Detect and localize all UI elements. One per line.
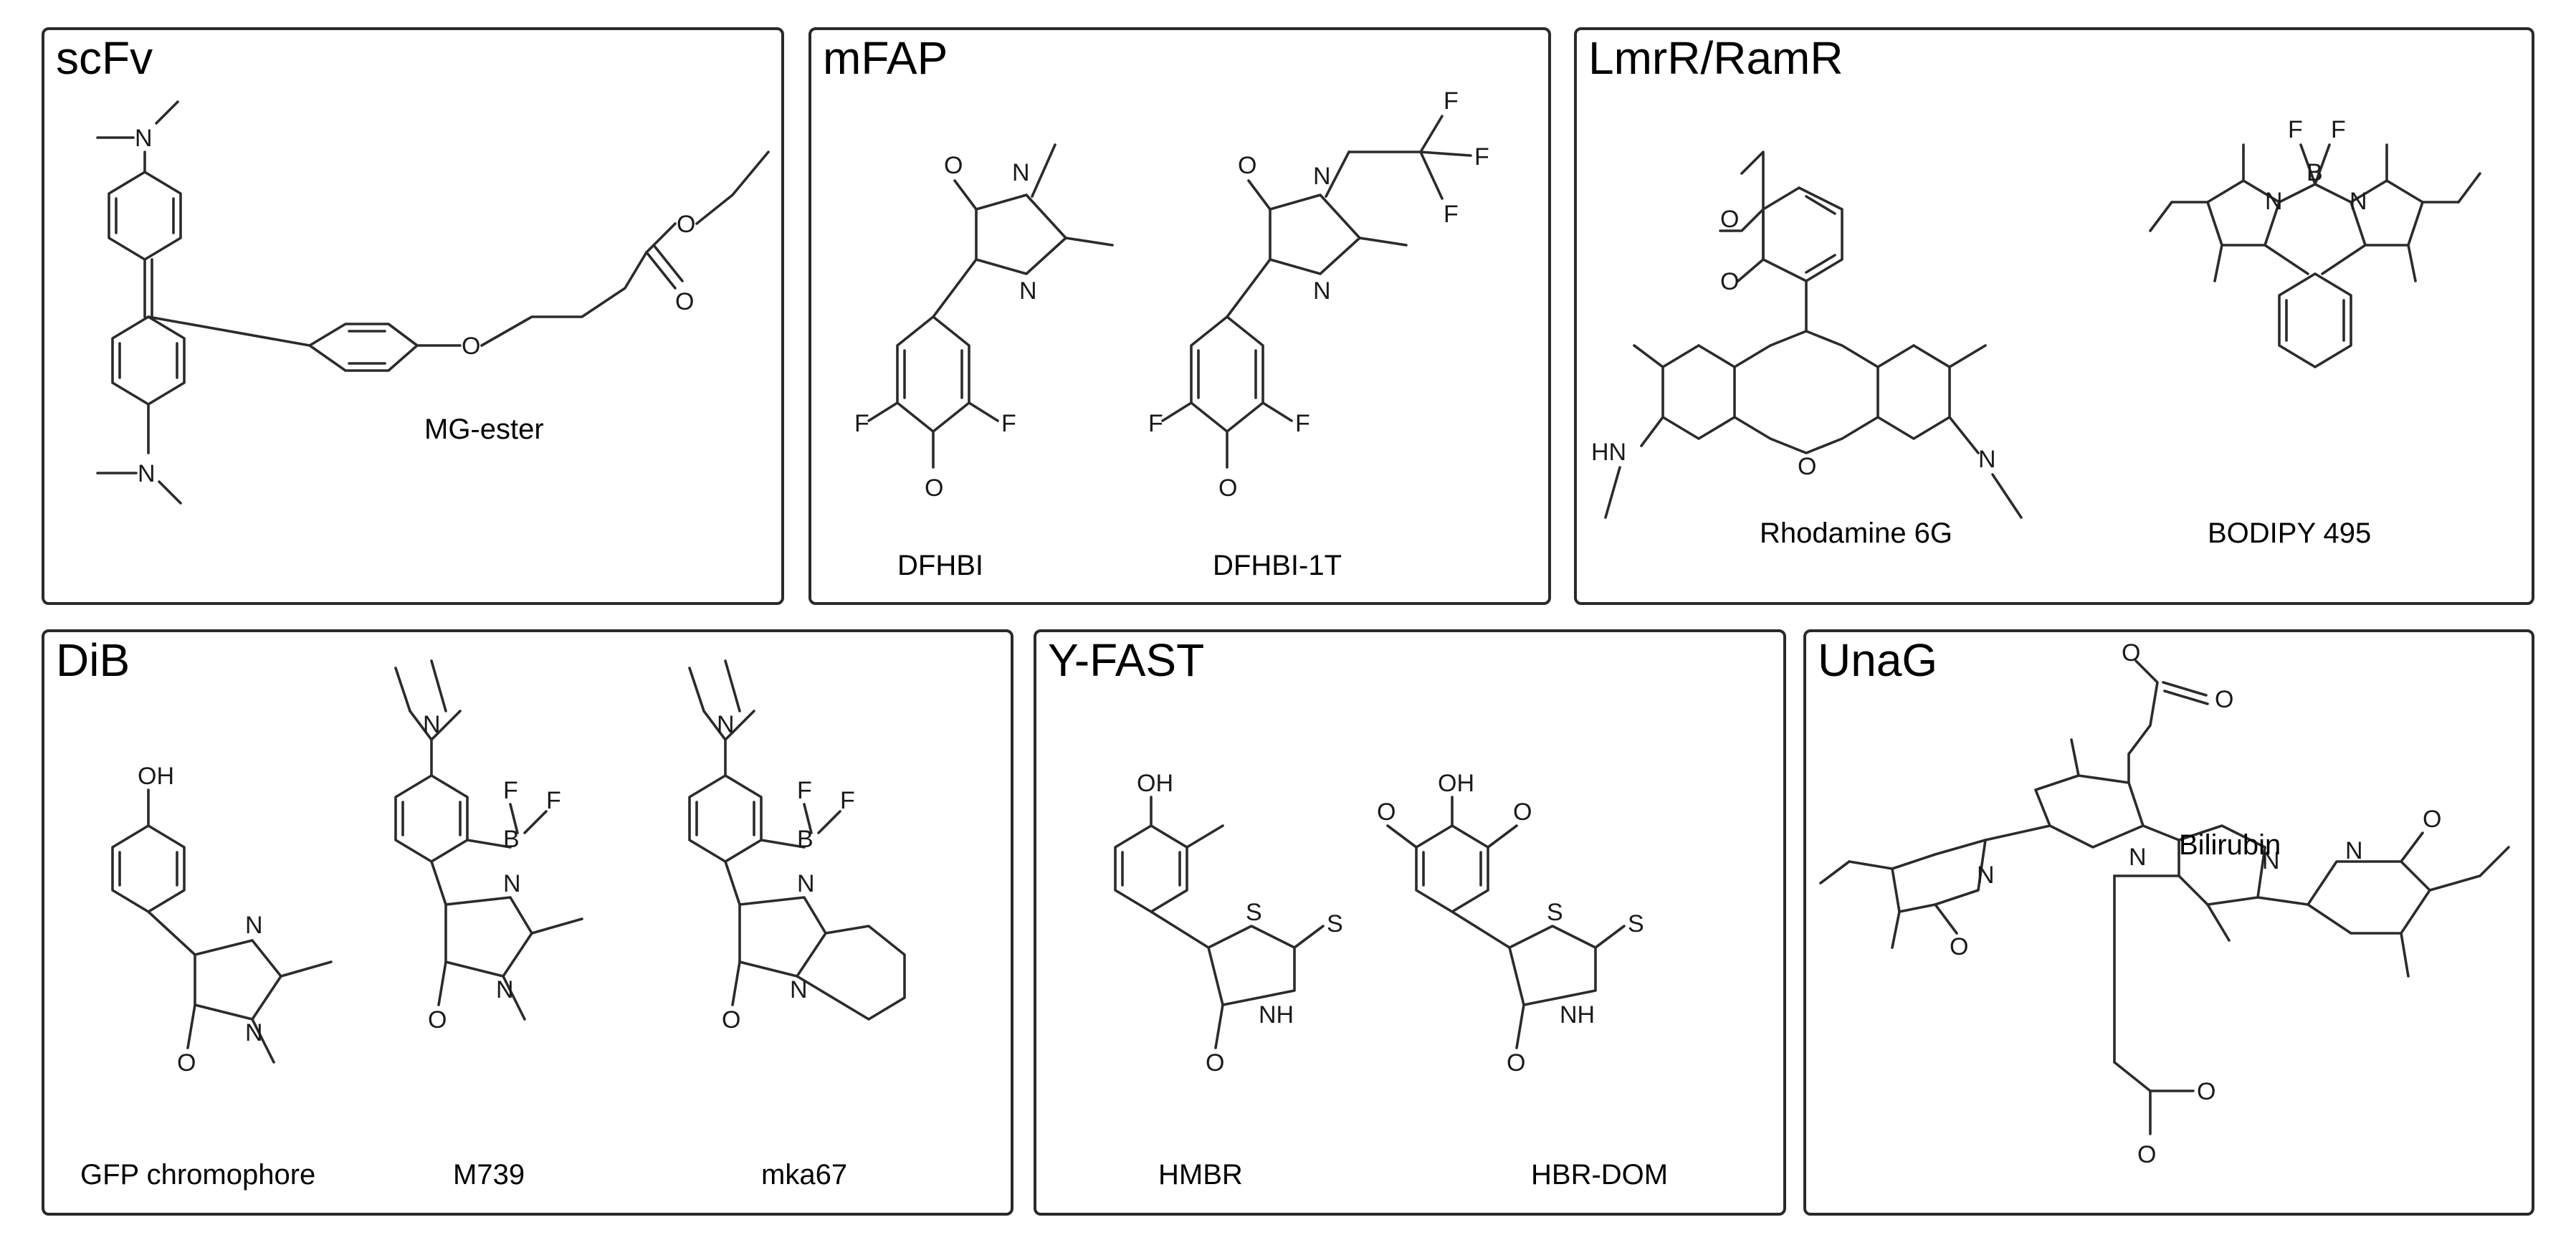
atom-label: F xyxy=(1001,410,1016,437)
atom-label: N xyxy=(2262,847,2280,874)
atom-label: B xyxy=(503,826,520,853)
atom-label: F xyxy=(546,787,561,814)
atom-label: B xyxy=(2307,159,2323,186)
atom-label: HN xyxy=(1591,439,1626,466)
atom-label: N xyxy=(2345,837,2363,864)
atom-label: N xyxy=(2265,188,2283,215)
atom-label: F xyxy=(854,410,869,437)
atom-label: O xyxy=(1238,152,1256,179)
atom-label: O xyxy=(2122,639,2140,667)
structure-caption: DFHBI xyxy=(897,550,983,581)
structure-yfast-ligands: OH S S NH O OH O O S S NH O HMBR HBR-DOM xyxy=(1114,770,1668,1191)
atom-label: N xyxy=(245,912,263,939)
atom-label: O xyxy=(1507,1049,1525,1077)
atom-label: N xyxy=(423,711,441,738)
structure-caption: BODIPY 495 xyxy=(2208,518,2371,549)
atom-label: N xyxy=(1012,159,1030,186)
structure-caption: mka67 xyxy=(761,1159,847,1191)
atom-label: S xyxy=(1547,899,1563,926)
atom-label: O xyxy=(1206,1049,1224,1077)
atom-label: O xyxy=(2215,686,2233,713)
atom-label: O xyxy=(1218,474,1237,502)
atom-label: N xyxy=(1313,163,1331,190)
structure-caption: HMBR xyxy=(1158,1159,1243,1191)
atom-label: N xyxy=(135,125,153,152)
panel-mfap: mFAP xyxy=(808,27,1551,605)
atom-label: F xyxy=(503,777,518,804)
atom-label: N xyxy=(797,870,815,897)
atom-label: O xyxy=(2137,1141,2156,1168)
atom-label: N xyxy=(503,870,521,897)
panel-y-fast: Y-FAST OH S S NH O xyxy=(1034,629,1786,1216)
atom-label: O xyxy=(177,1049,196,1077)
structure-dfhbi: O N N F F O O N N F F F F F O DFHBI DFHB… xyxy=(854,87,1489,581)
atom-label: OH xyxy=(138,763,174,790)
atom-label: S xyxy=(1628,910,1644,938)
atom-label: N xyxy=(245,1019,263,1046)
structure-caption: M739 xyxy=(453,1159,525,1191)
atom-label: O xyxy=(722,1006,740,1034)
atom-label: O xyxy=(675,288,694,315)
atom-label: N xyxy=(1978,446,1996,473)
panel-title: UnaG xyxy=(1818,634,1938,686)
atom-label: O xyxy=(925,474,943,502)
panel-title: mFAP xyxy=(823,32,948,84)
structure-caption: Bilirubin xyxy=(2179,829,2281,861)
atom-label: F xyxy=(1474,143,1489,171)
atom-label: O xyxy=(1798,453,1816,480)
atom-label: N xyxy=(496,976,514,1003)
panel-title: LmrR/RamR xyxy=(1588,32,1843,84)
panel-title: Y-FAST xyxy=(1048,634,1205,686)
atom-label: F xyxy=(2288,116,2303,143)
atom-label: F xyxy=(797,777,812,804)
atom-label: N xyxy=(790,976,808,1003)
atom-label: O xyxy=(1720,206,1739,233)
panel-dib: DiB xyxy=(42,629,1013,1216)
atom-label: N xyxy=(1313,277,1331,305)
panel-title: scFv xyxy=(56,32,153,84)
atom-label: N xyxy=(717,711,735,738)
atom-label: O xyxy=(428,1006,447,1034)
atom-label: N xyxy=(138,460,156,487)
atom-label: O xyxy=(2423,806,2441,833)
atom-label: F xyxy=(2331,116,2346,143)
atom-label: S xyxy=(1246,899,1262,926)
panel-lmrr-ramr: LmrR/RamR xyxy=(1574,27,2534,605)
atom-label: F xyxy=(1444,87,1459,115)
atom-label: OH xyxy=(1438,770,1474,797)
structure-mg-ester: N N O O O MG-ester xyxy=(96,100,770,505)
atom-label: OH xyxy=(1137,770,1173,797)
atom-label: O xyxy=(1513,798,1532,826)
atom-label: O xyxy=(1720,268,1739,295)
structure-caption: HBR-DOM xyxy=(1531,1159,1668,1191)
atom-label: F xyxy=(1444,201,1459,228)
atom-label: N xyxy=(1977,862,1995,889)
panel-unag: UnaG O O xyxy=(1803,629,2534,1216)
atom-label: F xyxy=(1295,410,1310,437)
atom-label: NH xyxy=(1259,1001,1294,1029)
structure-bilirubin: O O N N O N N O O O Bilirubin xyxy=(1819,639,2510,1168)
atom-label: O xyxy=(677,211,695,238)
structure-caption: DFHBI-1T xyxy=(1213,550,1342,581)
structure-rhodamine-6g: O O O HN N N N B F F Rhodamine 6G BODIPY… xyxy=(1591,116,2481,549)
structure-dib-ligands: OH N N O N B F F N N O N B F F N N O GFP… xyxy=(80,659,906,1191)
atom-label: N xyxy=(2129,844,2147,871)
panel-title: DiB xyxy=(56,634,130,686)
structure-caption: GFP chromophore xyxy=(80,1159,315,1191)
atom-label: B xyxy=(797,826,814,853)
atom-label: NH xyxy=(1560,1001,1595,1029)
atom-label: O xyxy=(944,152,963,179)
atom-label: N xyxy=(1019,277,1037,305)
structure-caption: MG-ester xyxy=(424,414,544,445)
atom-label: O xyxy=(462,333,480,360)
atom-label: O xyxy=(1377,798,1396,826)
structure-caption: Rhodamine 6G xyxy=(1760,518,1952,549)
atom-label: F xyxy=(1148,410,1163,437)
atom-label: F xyxy=(840,787,855,814)
atom-label: N xyxy=(2350,188,2367,215)
atom-label: S xyxy=(1327,910,1343,938)
atom-label: O xyxy=(2197,1078,2215,1105)
atom-label: O xyxy=(1950,933,1968,960)
panel-scfv: scFv xyxy=(42,27,784,605)
